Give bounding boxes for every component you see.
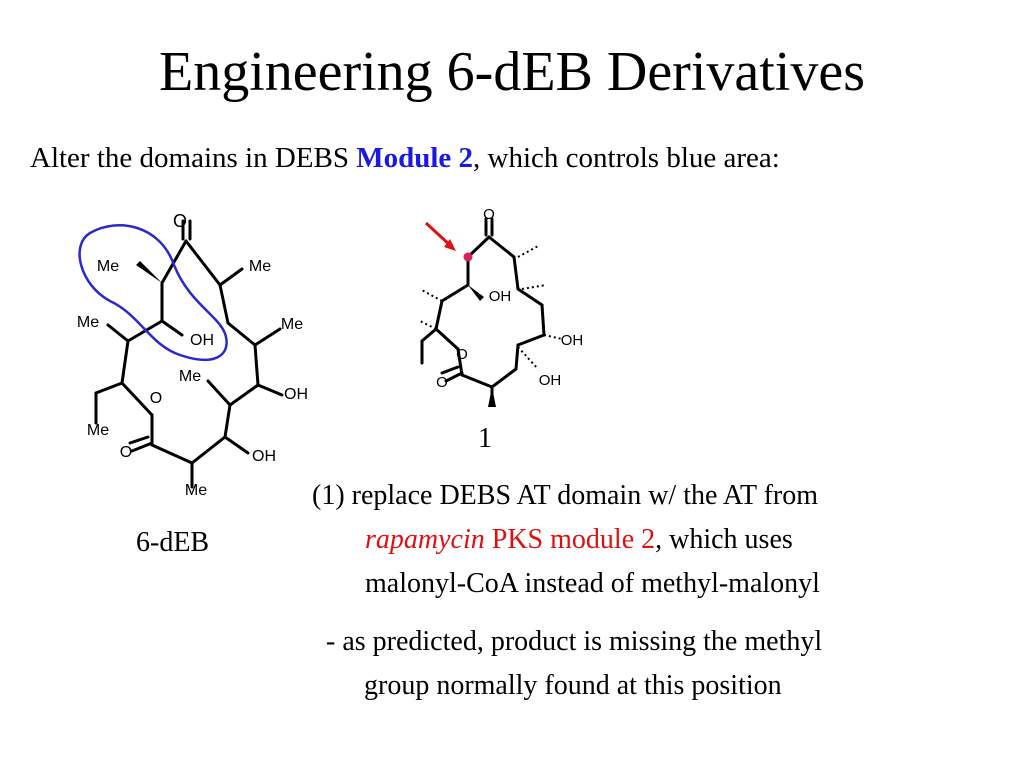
atom-me-5: Me [179,368,201,385]
slide-subtitle: Alter the domains in DEBS Module 2, whic… [30,140,780,176]
atom-oh-3: OH [252,448,276,465]
atom-o-ring: O [150,390,162,407]
atom-me-4: Me [281,316,303,333]
point-2-line-1: - as predicted, product is missing the m… [326,626,823,657]
atom-oh-1: OH [489,288,512,305]
point-1-line-1: (1) replace DEBS AT domain w/ the AT fro… [312,480,818,511]
slide-title: Engineering 6-dEB Derivatives [158,41,865,103]
atom-me-2: Me [249,258,271,275]
point-1-line-3: malonyl-CoA instead of methyl-malonyl [365,568,820,599]
module-highlight-loop [78,224,228,361]
atom-me-6: Me [87,422,109,439]
point-1-rapamycin: rapamycin [365,524,485,555]
atom-me-3: Me [77,314,99,331]
structure-compound-1: O OH OH OH O O [419,206,584,407]
atom-me-1: Me [97,258,119,275]
atom-o-carbonyl: O [120,444,132,461]
subtitle-text-before: Alter the domains in DEBS [30,142,357,174]
point-1-pks-module: PKS module 2 [484,524,656,555]
atom-me-7: Me [185,482,207,499]
structure-6deb: O Me Me Me Me Me Me Me OH OH OH O O [77,211,308,499]
atom-o-ring: O [456,346,468,363]
atom-oh-3: OH [539,372,562,389]
atom-o-carbonyl: O [436,374,448,391]
caption-6deb: 6-dEB [136,527,210,558]
position-marker [463,252,473,262]
atom-oh-2: OH [284,386,308,403]
atom-o-top: O [483,206,495,223]
point-1: (1) replace DEBS AT domain w/ the AT fro… [312,474,1012,606]
point-1-which-uses: , which uses [655,524,793,555]
point-2: - as predicted, product is missing the m… [326,620,1016,708]
subtitle-module-highlight: Module 2 [356,142,474,174]
point-2-line-2: group normally found at this position [364,670,782,701]
point-1-line-2: rapamycin PKS module 2, which uses [365,518,1012,562]
atom-o-top: O [173,211,187,231]
subtitle-text-after: , which controls blue area: [473,142,780,174]
atom-oh-2: OH [561,332,584,349]
caption-compound-1: 1 [478,423,492,454]
atom-oh-1: OH [190,332,214,349]
